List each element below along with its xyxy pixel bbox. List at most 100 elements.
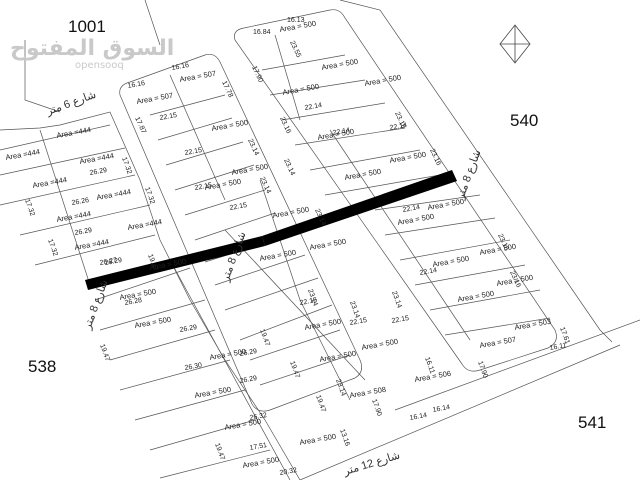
parcel-area-label: Area = 507 (136, 91, 174, 106)
dimension-label: 26.29 (179, 324, 198, 334)
parcel-area-label: Area =444 (96, 187, 132, 202)
street-label-6m: شارع 6 متر (44, 89, 98, 118)
dimension-label: 26.29 (104, 257, 123, 267)
dimension-label: 23.14 (282, 158, 296, 177)
parcel-area-label: Area =444 (56, 209, 92, 224)
dimension-label: 16.16 (127, 80, 146, 90)
dimension-label: 19.47 (314, 394, 327, 413)
dimension-label: 22.14 (332, 127, 351, 137)
parcel-area-label: Area = 500 (309, 237, 347, 252)
parcel-area-label: Area = 507 (179, 69, 217, 84)
road-bars (85, 170, 457, 290)
dimension-label: 22.14 (402, 204, 421, 214)
east-block-parcels (234, 9, 557, 372)
dimension-label: 19.47 (98, 343, 111, 362)
dimension-label: 23.14 (334, 378, 347, 397)
dimension-label: 26.29 (239, 348, 258, 358)
parcel-area-label: Area = 500 (259, 248, 297, 263)
dimension-label: 16.16 (171, 62, 190, 72)
street-label-8m-west: شارع 8 متر (81, 278, 110, 332)
parcel-area-label: Area =444 (56, 125, 92, 140)
dimension-label: 26.28 (124, 297, 143, 307)
parcel-area-label: Area = 500 (242, 455, 280, 470)
dimension-label: 20.32 (279, 467, 298, 477)
dimension-label: 26.27 (99, 257, 118, 267)
parcel-area-label: Area = 507 (479, 335, 517, 350)
dimension-label: 22.15 (194, 182, 213, 192)
dimension-label: 19.47 (213, 442, 226, 461)
dimension-label: 22.15 (349, 317, 368, 327)
dimension-label: 22.14 (389, 122, 408, 132)
parcel-area-label: Area =444 (79, 151, 115, 166)
dimension-label: 16.14 (409, 412, 428, 422)
dimension-label: 26.29 (239, 375, 258, 385)
dimension-label: 22.15 (184, 147, 203, 157)
dimension-label: 22.14 (304, 102, 323, 112)
dimension-label: 19.47 (288, 360, 301, 379)
parcel-area-label: Area = 500 (361, 337, 399, 352)
dimension-label: 22.14 (419, 267, 438, 277)
dimension-label: 16.14 (432, 404, 451, 414)
dimension-label: 22.15 (391, 315, 410, 325)
dimension-label: 26.30 (184, 362, 203, 372)
dimension-label: 22.15 (159, 112, 178, 122)
dimension-label: 19.47 (258, 328, 271, 347)
dimension-label: 17.87 (133, 116, 147, 135)
dimension-label: 23.14 (258, 176, 272, 195)
parcel-area-label: Area = 500 (364, 73, 402, 88)
compass-diamond-icon (499, 24, 531, 64)
dimension-label: 16.13 (287, 17, 305, 24)
parcel-area-label: Area = 500 (231, 162, 269, 177)
dimension-label: 17.90 (476, 360, 489, 379)
block-number-1001: 1001 (68, 17, 106, 36)
dimension-label: 17.51 (249, 442, 268, 452)
dimension-label: 23.14 (390, 290, 403, 309)
dimension-label: 23.14 (246, 138, 260, 157)
block-number-540: 540 (510, 111, 538, 130)
dimension-label: 22.15 (299, 297, 318, 307)
dimension-label: 22.15 (229, 202, 248, 212)
dimension-label: 16.84 (253, 29, 271, 36)
parcel-area-label: Area = 500 (299, 432, 337, 447)
parcel-area-label: Area = 508 (349, 385, 387, 400)
parcel-area-label: Area = 500 (134, 315, 172, 330)
dimension-label: 23.55 (288, 40, 302, 59)
parcel-area-label: Area = 500 (321, 57, 359, 72)
dimension-label: 17.90 (370, 398, 383, 417)
dimension-label: 26.29 (89, 167, 108, 177)
parcel-area-label: Area = 500 (427, 197, 465, 212)
parcel-area-label: Area = 500 (479, 242, 517, 257)
parcel-area-label: Area =444 (127, 217, 163, 232)
block-number-538: 538 (28, 357, 56, 376)
block-number-541: 541 (578, 413, 606, 432)
parcel-area-label: Area = 500 (282, 82, 320, 97)
street-label-12m: شارع 12 متر (341, 449, 401, 478)
dimension-label: 17.90 (250, 65, 264, 84)
dimension-label: 26.29 (74, 227, 93, 237)
watermark-latin: opensooq (75, 60, 124, 71)
parcel-area-label: Area = 500 (319, 349, 357, 364)
dimension-label: 16.11 (423, 356, 435, 374)
parcel-area-label: Area = 500 (432, 254, 470, 269)
dimension-label: 23.14 (348, 300, 361, 319)
dimension-label: 13.16 (338, 428, 351, 447)
dimension-label: 23.16 (428, 148, 442, 167)
parcel-area-label: Area =444 (32, 175, 68, 190)
dimension-label: 17.32 (46, 238, 59, 257)
parcel-area-label: Area = 503 (514, 317, 552, 332)
street-label-8m-east: شارع 8 متر (454, 148, 483, 202)
dimension-label: 17.32 (23, 198, 36, 217)
dimension-label: 16.11 (549, 342, 567, 352)
west-block-parcels (0, 111, 301, 480)
parcel-area-label: Area =444 (5, 147, 41, 162)
parcel-area-label: Area = 500 (194, 385, 232, 400)
watermark-arabic: السوق المفتوح (10, 36, 174, 61)
street-label-8m-center: شارع 8 متر (219, 230, 248, 284)
parcel-area-label: Area = 500 (272, 205, 310, 220)
dimension-label: 26.32 (249, 412, 268, 422)
parcel-area-label: Area = 500 (389, 150, 427, 165)
parcel-area-label: Area = 500 (211, 118, 249, 133)
